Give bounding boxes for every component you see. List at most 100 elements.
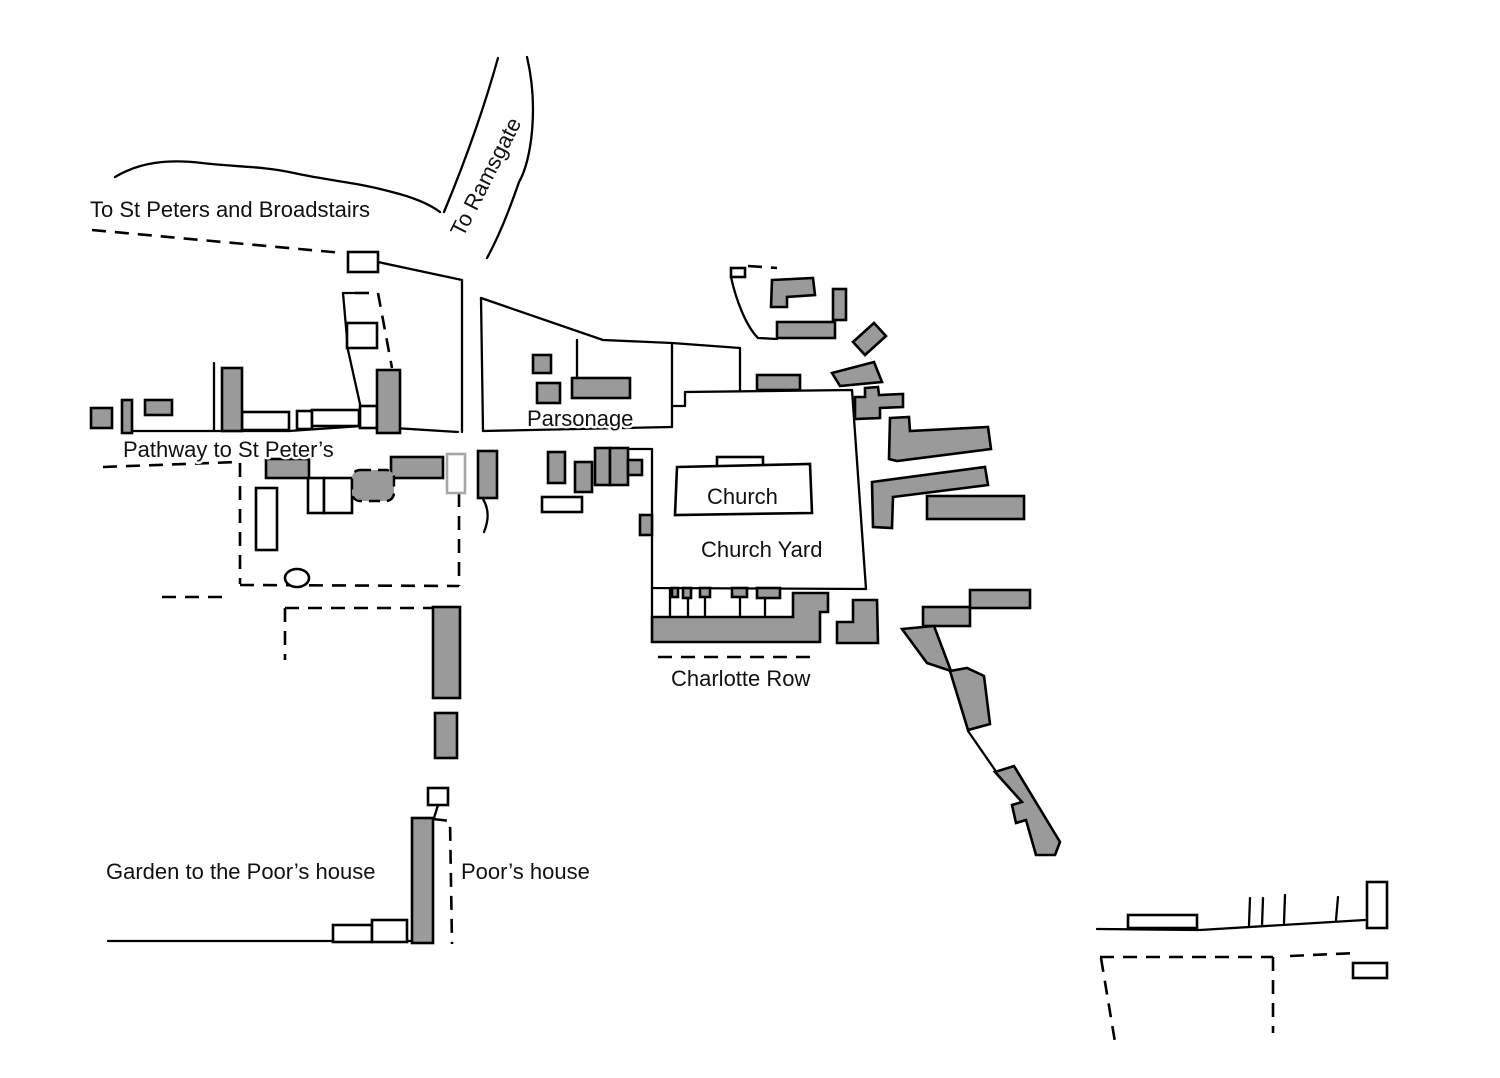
- plot-dashed-south: [239, 583, 460, 588]
- building: [431, 605, 462, 700]
- map-label-parsonage: Parsonage: [527, 406, 633, 431]
- outbuilding: [322, 476, 354, 515]
- outbuilding: [240, 410, 291, 432]
- southeast-dashed-left: [1099, 957, 1117, 1043]
- parsonage-plot-top: [479, 296, 742, 350]
- road-to-broadstairs-edge: [113, 160, 442, 214]
- building-rotated: [948, 666, 992, 732]
- gray-buildings-layer: [89, 276, 1062, 945]
- building-dashed-outline: [350, 468, 396, 503]
- building-l-shape: [870, 465, 990, 530]
- labels-layer: To St Peters and Broadstairs To Ramsgate…: [88, 111, 825, 887]
- building: [593, 446, 612, 487]
- outbuilding: [254, 486, 279, 552]
- building-rotated: [851, 321, 888, 357]
- well-house: [426, 786, 450, 807]
- building: [925, 494, 1026, 521]
- outbuilding: [1365, 880, 1389, 930]
- dashed-lines-layer: [91, 228, 1357, 1043]
- building-diagonal-dashed: [376, 292, 394, 369]
- churchyard-outbuilding: [670, 586, 680, 599]
- outbuilding: [370, 918, 409, 944]
- southeast-dashed-segment: [1289, 951, 1357, 958]
- building: [375, 368, 402, 435]
- lane-curve: [481, 497, 489, 534]
- white-buildings-layer: [240, 250, 1389, 980]
- churchyard-outbuilding: [681, 586, 693, 600]
- plot-curve-northeast: [729, 275, 779, 341]
- map-label-church-yard: Church Yard: [701, 537, 822, 562]
- northeast-dashed: [747, 264, 778, 270]
- building: [264, 457, 311, 480]
- building-rotated: [829, 360, 884, 388]
- southeast-baseline: [1095, 918, 1367, 932]
- overlay-layer: [283, 567, 311, 589]
- fence-tick-1: [1247, 896, 1252, 927]
- building: [608, 446, 630, 487]
- map-label-church: Church: [707, 484, 778, 509]
- fence-tick-4: [1334, 895, 1340, 922]
- outbuilding: [729, 266, 747, 279]
- pond-oval: [283, 567, 311, 589]
- building: [220, 366, 244, 433]
- outbuilding: [1351, 961, 1389, 980]
- fence-tick-3: [1282, 893, 1287, 925]
- charlotte-row-terrace: [650, 591, 830, 644]
- fence-tick-2: [1260, 896, 1265, 928]
- churchyard-corner-notch: [670, 390, 687, 408]
- outbuilding: [540, 495, 584, 514]
- building: [638, 513, 654, 537]
- outbuilding: [295, 409, 314, 431]
- map-label-pathway: Pathway to St Peter’s: [123, 437, 334, 462]
- building: [921, 605, 972, 628]
- churchyard-outbuilding: [698, 586, 712, 599]
- building-notched: [992, 764, 1062, 857]
- poors-house-dashed: [432, 817, 454, 945]
- map-label-charlotte-row: Charlotte Row: [671, 666, 811, 691]
- churchyard-outbuilding: [755, 586, 782, 600]
- map-label-poors-house: Poor’s house: [461, 859, 590, 884]
- outbuilding: [345, 321, 379, 350]
- outbuilding: [306, 476, 326, 515]
- building: [573, 460, 594, 494]
- outbuilding: [358, 404, 379, 430]
- road-to-ramsgate-west-edge: [442, 56, 500, 214]
- building: [626, 458, 644, 477]
- building: [531, 353, 553, 375]
- poors-house-connector: [432, 803, 440, 820]
- parsonage-plot-bottom: [481, 425, 674, 433]
- outbuilding: [1126, 913, 1199, 930]
- outbuilding: [310, 408, 361, 428]
- outbuilding-light: [445, 452, 467, 495]
- parsonage-plot-left: [479, 296, 485, 433]
- boundary-lines-layer: [106, 55, 1367, 943]
- building: [755, 373, 802, 392]
- building-outline-slant: [341, 291, 364, 415]
- building: [389, 455, 445, 480]
- building: [433, 711, 459, 760]
- church-building: [673, 462, 814, 517]
- map-label-garden: Garden to the Poor’s house: [106, 859, 375, 884]
- outbuilding: [331, 923, 374, 944]
- building: [831, 287, 848, 322]
- building-l-shape: [887, 415, 993, 463]
- road-to-ramsgate-east-edge: [485, 55, 535, 260]
- plot-boundary-northeast: [376, 260, 464, 434]
- building: [120, 398, 134, 435]
- building: [546, 450, 567, 485]
- poors-house-building: [410, 816, 435, 945]
- building-l-shape: [769, 276, 817, 309]
- building: [535, 381, 562, 405]
- churchyard-outbuilding: [730, 586, 749, 599]
- road-to-broadstairs-dashed: [91, 228, 344, 255]
- building-cross-shape: [853, 385, 905, 421]
- map-label-to-st-peters: To St Peters and Broadstairs: [90, 197, 370, 222]
- pathway-dashed-horizontal: [102, 460, 239, 469]
- chain-link-line: [966, 729, 997, 772]
- building: [775, 320, 837, 340]
- building: [476, 449, 499, 500]
- building: [89, 406, 114, 430]
- building-l-shape: [835, 598, 880, 645]
